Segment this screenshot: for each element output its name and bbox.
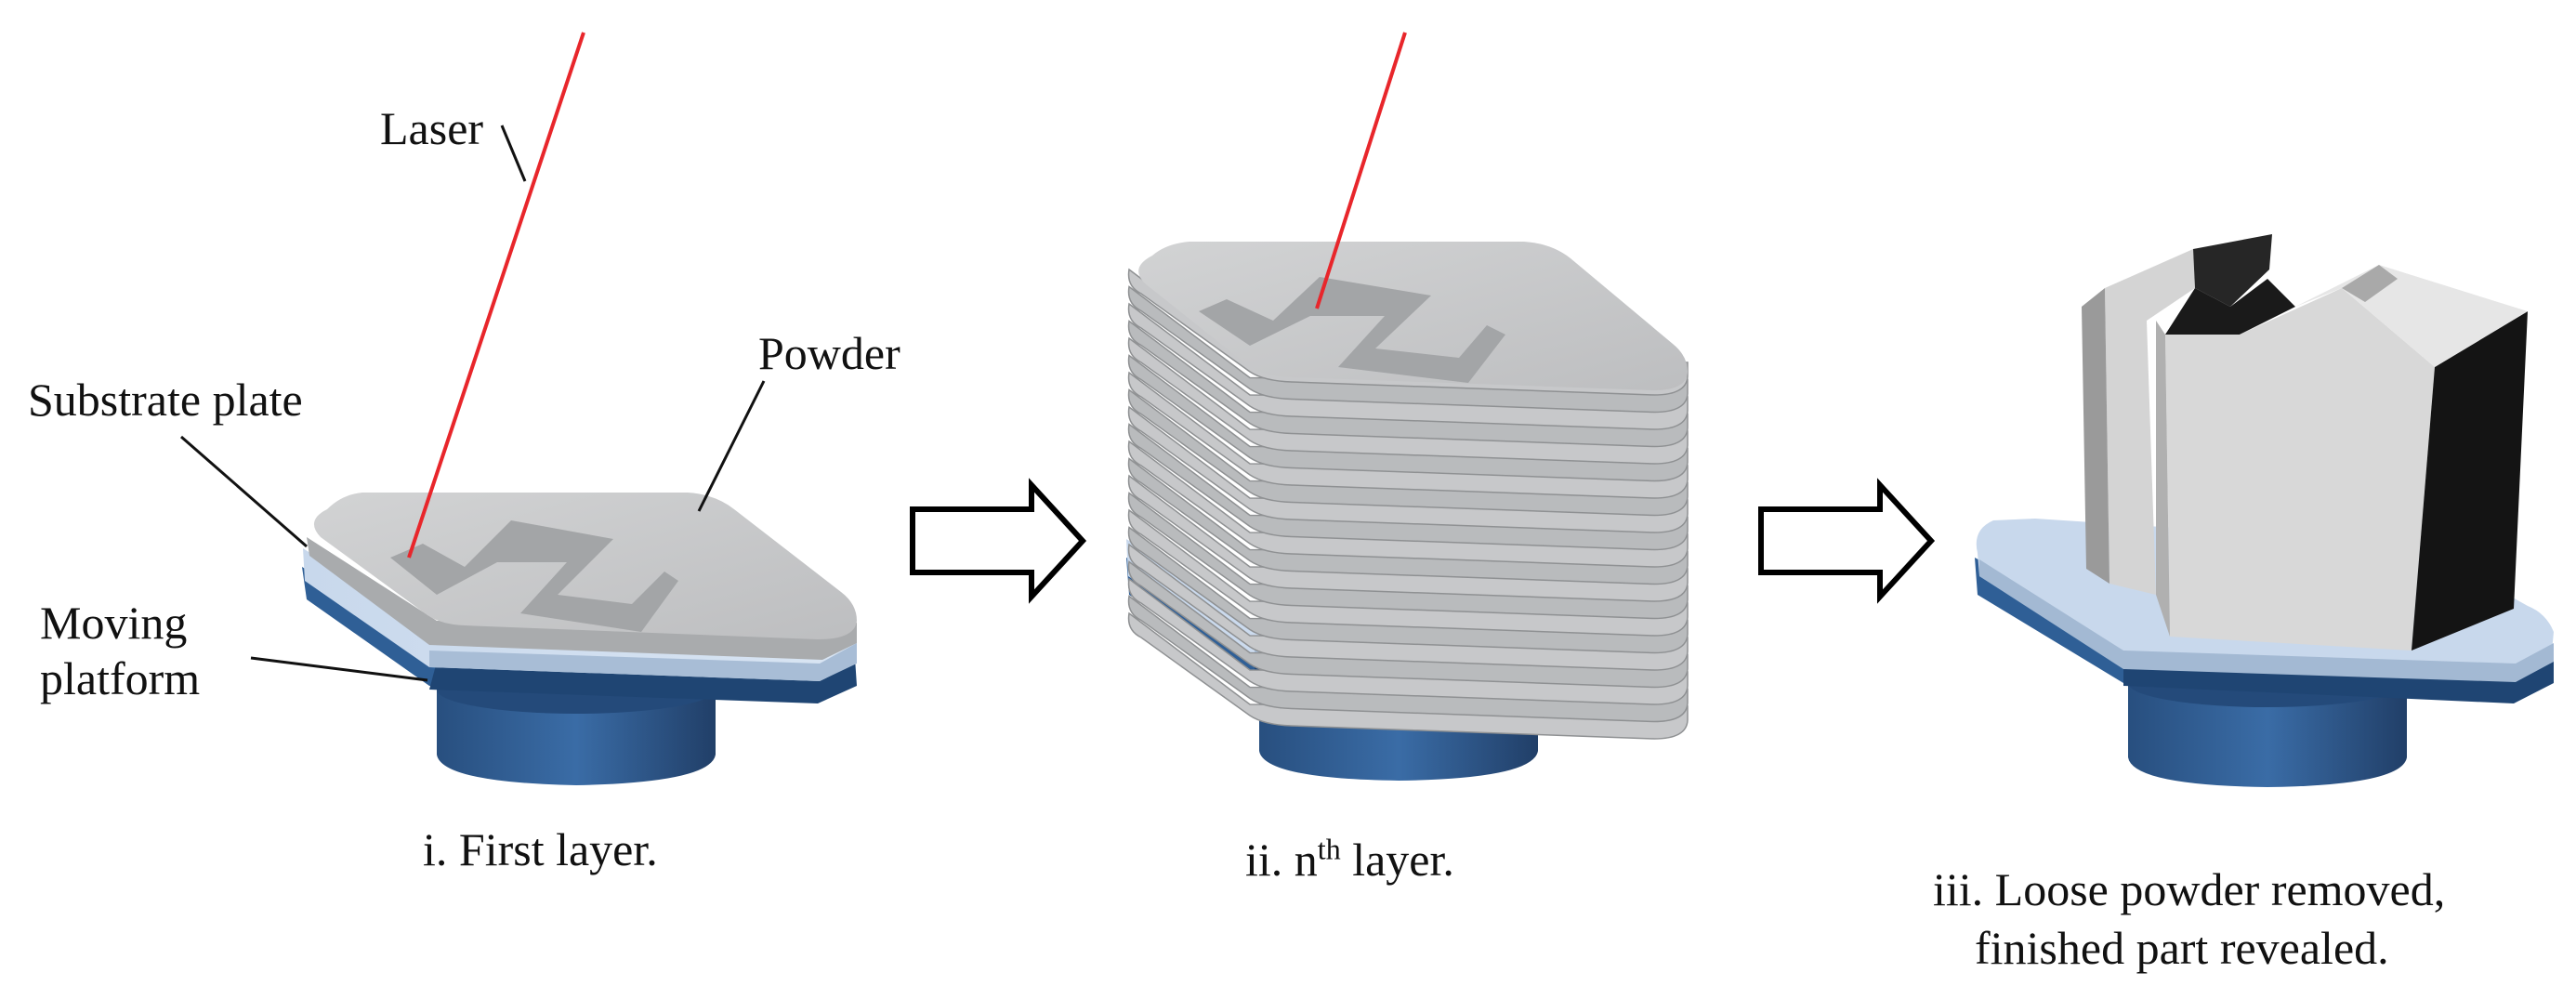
caption-step-3-line2: finished part revealed.	[1975, 922, 2389, 974]
caption-step-2-suffix: layer.	[1340, 834, 1454, 886]
right-arrow-icon	[1758, 478, 1936, 604]
caption-step-3-line1: iii. Loose powder removed,	[1933, 863, 2446, 915]
right-arrow-icon	[910, 478, 1087, 604]
laser-leader	[500, 125, 527, 182]
substrate-plate-label: Substrate plate	[28, 374, 303, 426]
moving-platform-label-line1: Moving	[40, 597, 188, 649]
stage-1-build	[180, 32, 857, 785]
laser-beam	[407, 32, 585, 559]
layer-stack	[1127, 268, 1689, 740]
stage-2-build	[1126, 32, 1689, 781]
laser-label: Laser	[380, 102, 484, 154]
finished-part	[2082, 234, 2528, 651]
powder-label: Powder	[758, 327, 900, 379]
laser-beam	[1315, 32, 1407, 309]
caption-step-2-prefix: ii. n	[1245, 834, 1318, 886]
caption-step-1: i. First layer.	[423, 823, 658, 875]
part-slice-mark	[390, 520, 678, 632]
stage-3-build	[1975, 234, 2554, 787]
powder-leader	[697, 380, 766, 512]
part-slice-mark	[1199, 277, 1505, 383]
caption-step-2: ii. nth layer.	[1245, 830, 1454, 890]
caption-step-2-superscript: th	[1317, 832, 1341, 866]
moving-platform-label-line2: platform	[40, 652, 201, 704]
powder-bed	[1138, 242, 1688, 390]
substrate-leader	[180, 435, 308, 548]
platform-leader	[250, 656, 428, 682]
